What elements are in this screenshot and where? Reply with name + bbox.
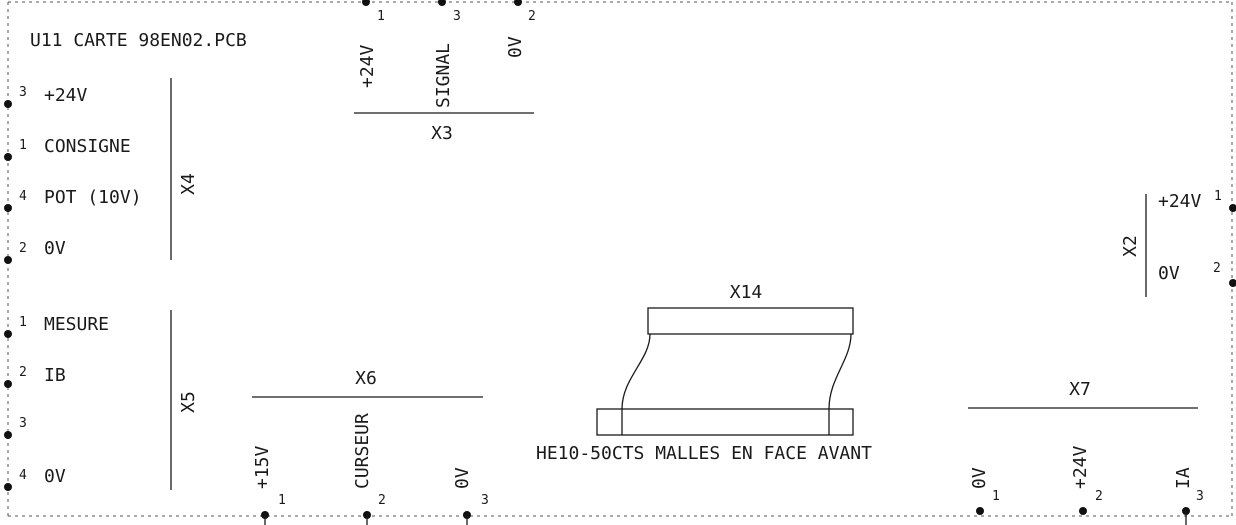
x3-pin-number: 3 — [453, 9, 461, 24]
x4-name: X4 — [178, 173, 199, 195]
x4-pin-number: 1 — [19, 138, 27, 153]
x3-pin-dot — [514, 0, 522, 6]
x14-caption: HE10-50CTS MALLES EN FACE AVANT — [536, 443, 872, 464]
x2-pin-dot — [1229, 204, 1236, 212]
x4-pin-dot — [4, 153, 12, 161]
x7-pin-number: 3 — [1196, 489, 1204, 504]
x7-pin-label: +24V — [1070, 445, 1091, 489]
x5-pin-number: 1 — [19, 315, 27, 330]
x2-pin-label: 0V — [1158, 263, 1180, 284]
x14-ribbon-left — [621, 333, 651, 410]
x4-pin-dot — [4, 256, 12, 264]
x5-pin-label: MESURE — [44, 314, 109, 335]
x7-pin-dot — [1079, 507, 1087, 515]
x5-pin-label: IB — [44, 365, 66, 386]
x5-pin-number: 3 — [19, 416, 27, 431]
x4-pin-label: 0V — [44, 238, 66, 259]
x3-pin-number: 1 — [377, 9, 385, 24]
x14-name: X14 — [730, 282, 763, 303]
x7-name: X7 — [1069, 379, 1091, 400]
x7-pin-label: 0V — [969, 467, 990, 489]
x4-pin-number: 4 — [19, 189, 27, 204]
connector-x2: X2 +24V 1 0V 2 — [1120, 189, 1236, 297]
x6-pin-label: +15V — [252, 445, 273, 489]
x5-name: X5 — [178, 391, 199, 413]
x2-pin-number: 1 — [1214, 189, 1222, 204]
x14-ribbon-right — [828, 333, 852, 410]
connector-x3: X3 1 +24V 3 SIGNAL 2 0V — [354, 0, 536, 144]
x5-pin-number: 2 — [19, 365, 27, 380]
x3-pin-number: 2 — [528, 9, 536, 24]
x3-pin-dot — [362, 0, 370, 6]
x6-pin-label: CURSEUR — [352, 413, 373, 489]
x14-header-top — [647, 307, 854, 335]
x7-pin-number: 2 — [1095, 489, 1103, 504]
x4-pin-label: POT (10V) — [44, 187, 142, 208]
connector-x14: X14 HE10-50CTS MALLES EN FACE AVANT — [536, 282, 872, 464]
x5-pin-number: 4 — [19, 468, 27, 483]
x4-pin-label: CONSIGNE — [44, 136, 131, 157]
x5-pin-dot — [4, 380, 12, 388]
x4-pin-dot — [4, 204, 12, 212]
x5-pin-label: 0V — [44, 466, 66, 487]
board-title: U11 CARTE 98EN02.PCB — [30, 30, 247, 51]
x4-pin-dot — [4, 100, 12, 108]
x14-header-bottom — [596, 408, 854, 436]
x2-pin-number: 2 — [1213, 261, 1221, 276]
x2-name: X2 — [1120, 235, 1141, 257]
x6-pin-label: 0V — [452, 467, 473, 489]
x5-pin-dot — [4, 431, 12, 439]
x7-pin-label: IA — [1173, 467, 1194, 489]
connector-x4: X4 3 +24V 1 CONSIGNE 4 POT (10V) 2 0V — [4, 78, 199, 264]
x4-pin-number: 2 — [19, 241, 27, 256]
x4-pin-number: 3 — [19, 85, 27, 100]
x2-pin-dot — [1229, 279, 1236, 287]
x3-pin-label: +24V — [357, 44, 378, 88]
x6-pin-number: 2 — [378, 493, 386, 508]
x7-pin-number: 1 — [992, 489, 1000, 504]
connector-x5: X5 1 MESURE 2 IB 3 4 0V — [4, 310, 199, 491]
x6-pin-number: 1 — [278, 493, 286, 508]
x7-pin-dot — [976, 507, 984, 515]
x5-pin-dot — [4, 483, 12, 491]
x6-pin-number: 3 — [481, 493, 489, 508]
x5-pin-dot — [4, 330, 12, 338]
board-outline — [7, 1, 1233, 517]
x3-pin-dot — [438, 0, 446, 6]
x3-pin-label: 0V — [505, 36, 526, 58]
x2-pin-label: +24V — [1158, 191, 1202, 212]
connector-x6: X6 +15V 1 CURSEUR 2 0V 3 — [252, 368, 489, 525]
x3-pin-label: SIGNAL — [433, 43, 454, 108]
x3-name: X3 — [431, 123, 453, 144]
x4-pin-label: +24V — [44, 85, 88, 106]
connector-x7: X7 0V 1 +24V 2 IA 3 — [968, 379, 1204, 525]
x6-name: X6 — [355, 368, 377, 389]
